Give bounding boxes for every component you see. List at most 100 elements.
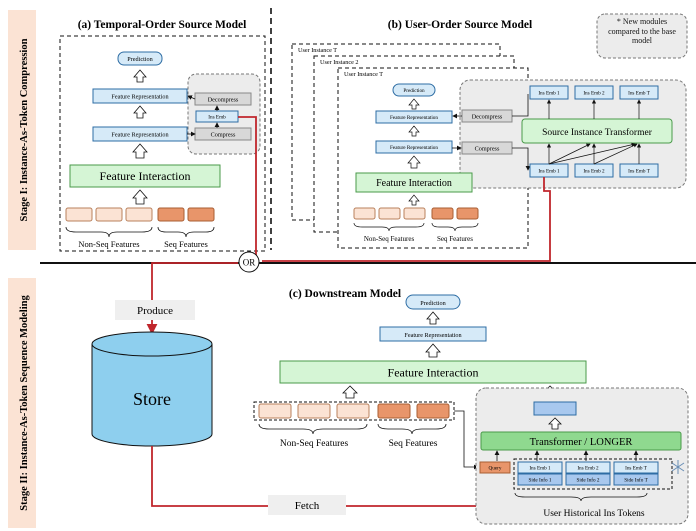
legend-box <box>596 13 688 59</box>
token-side-t-label: Side Info T <box>624 477 648 484</box>
token-side-1-label: Side Info 1 <box>528 477 551 484</box>
token-emb-2 <box>565 461 611 474</box>
temporal-feature-interaction <box>69 164 221 188</box>
user-order-title: (b) User-Order Source Model <box>388 19 532 31</box>
connector-line <box>454 410 479 470</box>
downstream-prediction-node <box>405 294 461 310</box>
seq-token <box>416 403 450 419</box>
temporal-compress-label: Compress <box>211 132 236 139</box>
output-token <box>533 401 577 416</box>
arrow <box>548 143 591 165</box>
downstream-feature-interaction-label: Feature Interaction <box>388 366 479 380</box>
up-arrow-icon <box>132 189 148 205</box>
red-flow-fetch <box>151 446 534 512</box>
user-feature-interaction <box>355 172 473 193</box>
temporal-decompress-label: Decompress <box>208 97 239 104</box>
fetch-box <box>268 495 346 515</box>
downstream-feature-tokens <box>258 403 450 419</box>
up-arrow-icon <box>133 105 147 119</box>
seq-token <box>157 207 185 222</box>
connector-line <box>512 94 529 117</box>
downstream-new-module-region <box>475 387 689 525</box>
downstream-non-seq-label: Non-Seq Features <box>280 439 349 449</box>
non-seq-token <box>125 207 153 222</box>
up-arrow-icon <box>408 98 420 110</box>
emb-bottom-2-label: Ins Emb 2 <box>583 169 605 175</box>
user-feature-rep-bottom <box>375 140 453 154</box>
up-arrow-icon <box>425 343 441 358</box>
arrow <box>593 143 638 165</box>
downstream-title: (c) Downstream Model <box>289 288 401 300</box>
temporal-feature-rep-top-label: Feature Representation <box>111 94 168 101</box>
user-feature-interaction-label: Feature Interaction <box>376 178 452 189</box>
user-historical-tokens: Ins Emb 1 Side Info 1 Ins Emb 2 Side Inf… <box>517 461 659 486</box>
brace <box>377 423 447 435</box>
up-arrow-icon <box>548 417 562 430</box>
user-compress-label: Compress <box>475 146 500 153</box>
non-seq-token <box>258 403 292 419</box>
token-side-2 <box>565 473 611 486</box>
or-node <box>238 251 260 273</box>
produce-label: Produce <box>137 305 173 317</box>
emb-top-2-label: Ins Emb 2 <box>583 91 605 97</box>
emb-bottom-1-label: Ins Emb 1 <box>538 169 560 175</box>
temporal-seq-label: Seq Features <box>164 239 208 249</box>
red-flow-to-produce <box>151 262 238 311</box>
emb-bottom-t-label: Ins Emb T <box>628 169 651 175</box>
user-feature-rep-top <box>375 110 453 124</box>
downstream-feature-rep <box>379 326 487 342</box>
stage1-label-bg <box>8 10 36 250</box>
user-instance-1-label: User Instance T <box>344 71 383 78</box>
seq-token <box>187 207 215 222</box>
temporal-prediction-label: Prediction <box>127 56 152 63</box>
up-arrow-icon <box>132 143 148 159</box>
token-emb-2-label: Ins Emb 2 <box>577 466 599 472</box>
store-top <box>91 331 213 357</box>
token-emb-1 <box>517 461 563 474</box>
user-prediction-node <box>392 83 436 97</box>
token-emb-1-label: Ins Emb 1 <box>529 466 551 472</box>
user-seq-label: Seq Features <box>437 235 473 243</box>
user-instance-t-label: User Instance T <box>298 47 337 54</box>
stage2-label: Stage II: Instance-As-Token Sequence Mod… <box>19 295 30 511</box>
non-seq-token <box>297 403 331 419</box>
produce-box <box>115 300 195 320</box>
token-side-1 <box>517 473 563 486</box>
non-seq-token <box>95 207 123 222</box>
non-seq-token <box>403 207 426 220</box>
emb-top-1-label: Ins Emb 1 <box>538 91 560 97</box>
store-label: Store <box>133 389 171 409</box>
brace <box>258 423 368 435</box>
downstream-feature-interaction <box>279 360 587 384</box>
temporal-title: (a) Temporal-Order Source Model <box>78 19 247 31</box>
query-token <box>479 461 511 474</box>
downstream-seq-label: Seq Features <box>389 439 438 449</box>
seq-token <box>456 207 479 220</box>
non-seq-token <box>378 207 401 220</box>
stage1-label: Stage I: Instance-As-Token Compression <box>19 38 30 221</box>
non-seq-token <box>65 207 93 222</box>
brace <box>514 492 648 502</box>
downstream-features-frame <box>253 401 455 421</box>
source-instance-transformer <box>521 118 673 144</box>
user-prediction-label: Prediction <box>403 88 425 94</box>
temporal-ins-emb-label: Ins Emb <box>208 115 226 121</box>
source-instance-transformer-label: Source Instance Transformer <box>542 127 653 138</box>
arrow <box>187 95 196 100</box>
up-arrow-icon <box>426 311 440 325</box>
user-tokens-frame <box>513 458 673 490</box>
up-arrow-icon <box>133 69 147 83</box>
token-emb-t-label: Ins Emb T <box>625 466 648 472</box>
temporal-feature-rep-bottom-label: Feature Representation <box>111 132 168 139</box>
red-flow-user-order <box>262 177 551 262</box>
store-cylinder: Store <box>91 331 213 447</box>
brace <box>353 222 425 232</box>
connector-line <box>512 147 531 171</box>
query-label: Query <box>489 466 502 472</box>
legend-text-container: * New modules compared to the base model <box>608 17 676 45</box>
up-arrow-icon <box>408 194 420 206</box>
legend-text: * New modules compared to the base model <box>608 17 676 45</box>
downstream-feature-rep-label: Feature Representation <box>404 332 461 339</box>
